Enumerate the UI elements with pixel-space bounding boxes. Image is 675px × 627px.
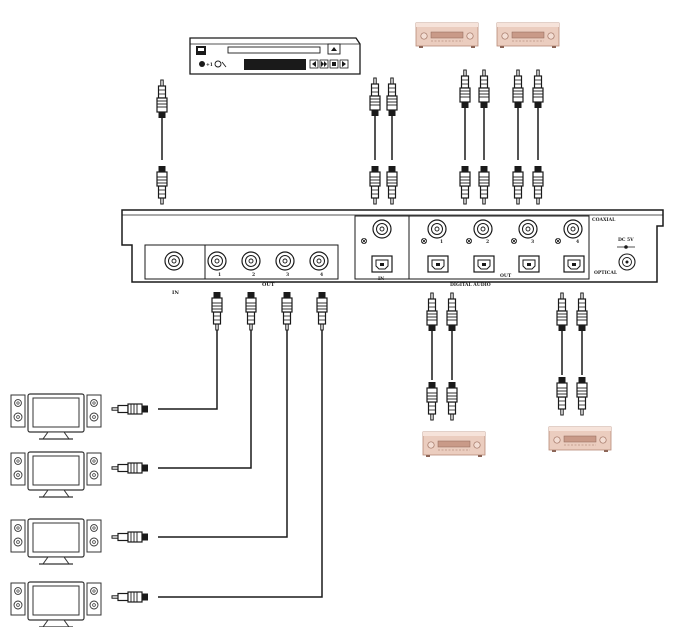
coaxial-out-jack: [563, 219, 583, 239]
video-out-jack: [207, 251, 227, 271]
ground-icon: [360, 237, 368, 245]
amplifier-icon: [422, 431, 486, 458]
amplifier-icon: [415, 22, 479, 49]
dvd-player-icon: +1: [189, 37, 361, 75]
svg-text:+1: +1: [206, 62, 213, 68]
ground-icon: [420, 237, 428, 245]
ground-icon: [510, 237, 517, 245]
audio-port-number: 3: [531, 239, 534, 245]
video-out-label: OUT: [262, 282, 275, 288]
video-in-label: IN: [172, 290, 179, 296]
video-output-cable: [111, 291, 328, 603]
amplifier-icon: [496, 22, 560, 49]
optical-out-jack: [518, 255, 540, 273]
video-output-cable: [111, 291, 257, 474]
amplifier-icon: [548, 426, 612, 453]
video-port-number: 2: [252, 272, 255, 278]
video-output-cable: [111, 291, 293, 543]
audio-in-label: IN: [378, 276, 384, 282]
tv-monitor-icon: [10, 451, 102, 498]
video-in-jack: [164, 251, 184, 271]
coaxial-out-jack: [427, 219, 447, 239]
audio-input-cable: [369, 77, 398, 205]
coaxial-in-jack: [372, 219, 392, 239]
coaxial-out-jack: [473, 219, 493, 239]
tv-monitor-icon: [10, 518, 102, 565]
optical-in-jack: [371, 255, 393, 273]
power-jack: [618, 253, 636, 271]
video-input-cable: [156, 79, 168, 205]
coaxial-label: COAXIAL: [592, 217, 616, 223]
optical-out-jack: [473, 255, 495, 273]
ground-icon: [555, 237, 561, 245]
audio-port-number: 1: [440, 239, 443, 245]
ground-icon: [465, 237, 473, 245]
polarity-icon: [617, 245, 635, 249]
optical-label: OPTICAL: [594, 270, 618, 276]
tv-monitor-icon: [10, 393, 102, 440]
video-port-number: 1: [218, 272, 221, 278]
audio-output-cable: [556, 292, 588, 416]
power-label: DC 5V: [618, 237, 634, 243]
audio-port-number: 4: [576, 239, 579, 245]
video-out-jack: [275, 251, 295, 271]
video-out-jack: [241, 251, 261, 271]
optical-out-jack: [563, 255, 585, 273]
audio-output-cable: [459, 69, 490, 205]
coaxial-out-jack: [518, 219, 538, 239]
video-output-cable: [111, 291, 223, 415]
tv-monitor-icon: [10, 581, 102, 627]
audio-out-label: OUT: [500, 273, 512, 279]
audio-output-cable: [426, 292, 458, 421]
audio-port-number: 2: [486, 239, 489, 245]
audio-output-cable: [512, 69, 544, 205]
optical-out-jack: [427, 255, 449, 273]
video-port-number: 3: [286, 272, 289, 278]
digital-audio-label: DIGITAL AUDIO: [450, 282, 491, 288]
video-port-number: 4: [320, 272, 323, 278]
video-out-jack: [309, 251, 329, 271]
